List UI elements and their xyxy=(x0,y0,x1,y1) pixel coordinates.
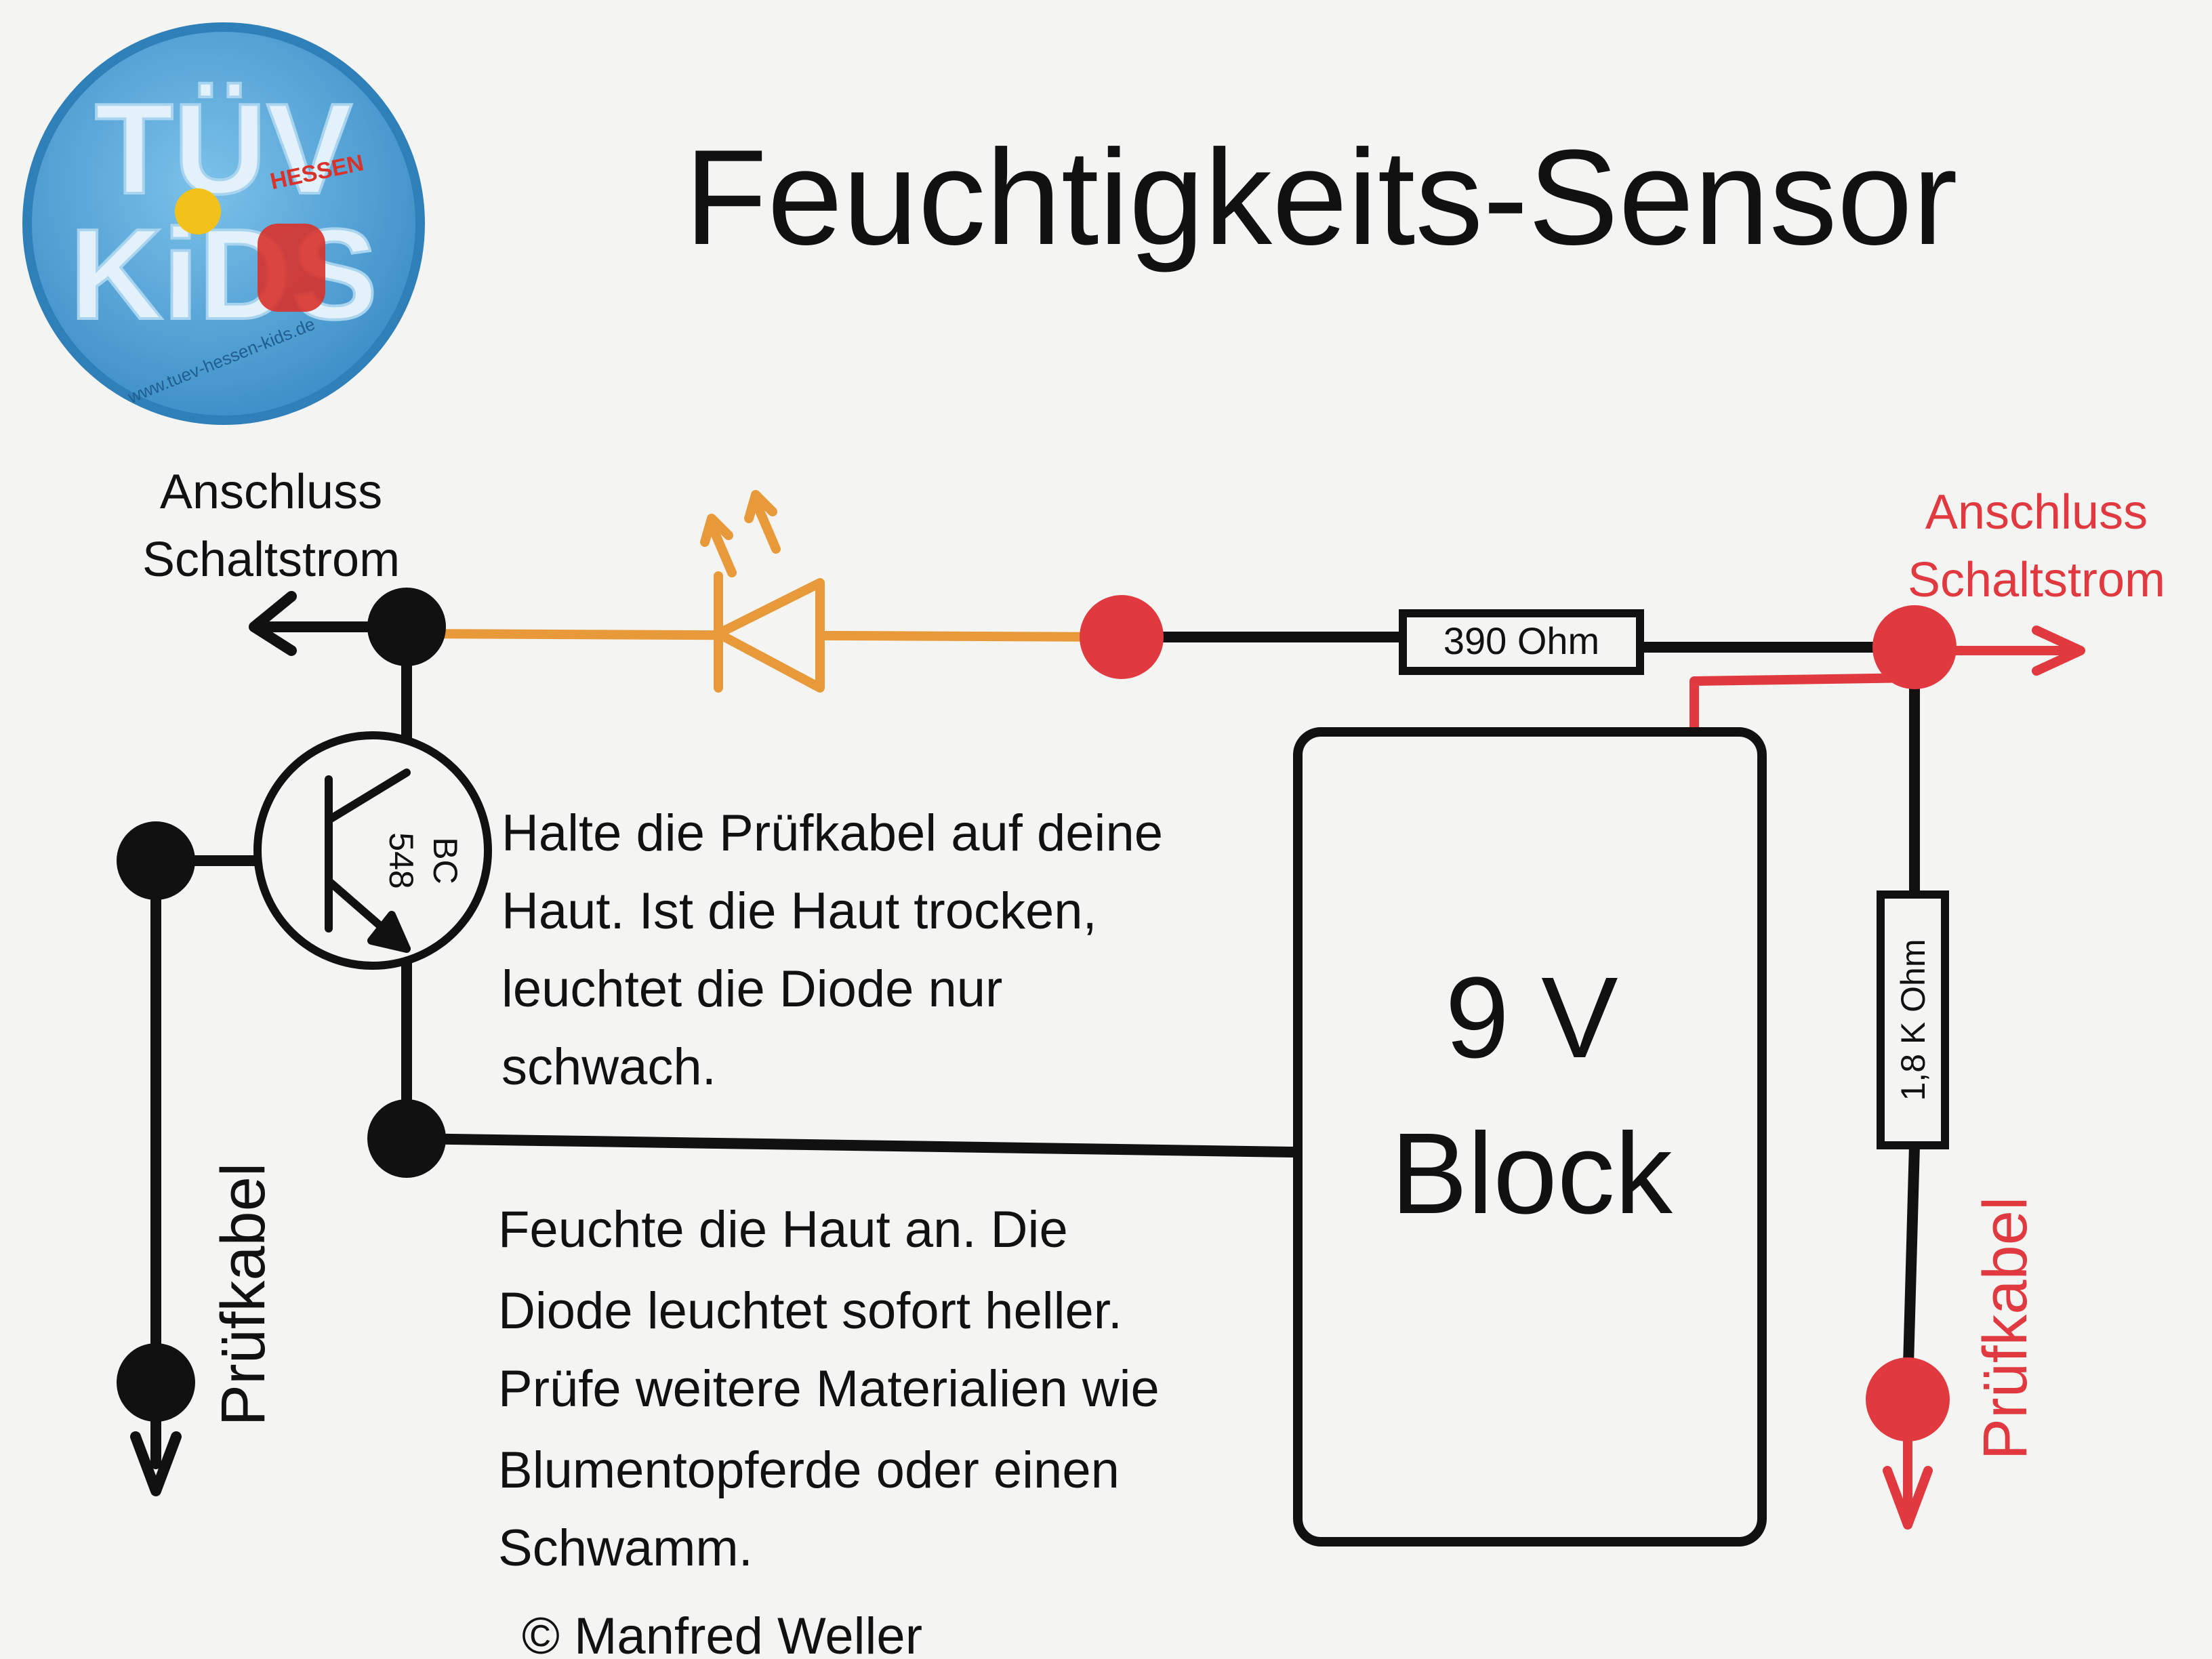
black-wires xyxy=(150,621,1920,1469)
left-connector-label-line1: Anschluss xyxy=(160,465,382,519)
instruction-2-line-2: Diode leuchtet sofort heller. xyxy=(498,1282,1122,1340)
node-base xyxy=(117,821,195,900)
resistor-1-8k-ohm: 1,8 K Ohm xyxy=(1877,890,1949,1149)
right-probe-label: Prüfkabel xyxy=(1971,1197,2040,1460)
resistor-right-label: 1,8 K Ohm xyxy=(1894,939,1932,1101)
node-emitter xyxy=(367,1099,446,1178)
logo-yellow-dot-icon xyxy=(175,188,221,234)
left-probe-label: Prüfkabel xyxy=(209,1163,278,1427)
instructions-block-2: Feuchte die Haut an. Die Diode leuchtet … xyxy=(498,1201,1160,1577)
circuit-nodes xyxy=(117,588,1957,1441)
instruction-1-line-4: schwach. xyxy=(501,1038,716,1096)
instructions-block-1: Halte die Prüfkabel auf deine Haut. Ist … xyxy=(501,804,1163,1096)
right-connector-label-line2: Schaltstrom xyxy=(1908,553,2165,607)
node-led-anode xyxy=(1080,595,1164,679)
wire-right-vertical-2 xyxy=(1902,1140,1920,1395)
instruction-2-line-4: Blumentopferde oder einen xyxy=(498,1441,1120,1499)
left-connector-label-line2: Schaltstrom xyxy=(142,533,400,587)
resistor-top-label: 390 Ohm xyxy=(1443,619,1599,662)
page-title: Feuchtigkeits-Sensor xyxy=(684,122,1958,273)
transistor-label-line2: 548 xyxy=(382,832,420,888)
tuev-kids-logo: TÜV KiDS HESSEN www.tuev-hessen-kids.de xyxy=(22,22,425,425)
logo-bottom-text: KiDS xyxy=(70,203,377,346)
right-connector-label-line1: Anschluss xyxy=(1925,485,2148,539)
node-right-probe xyxy=(1866,1357,1950,1441)
transistor-label-line1: BC xyxy=(426,837,464,884)
node-left-top xyxy=(367,588,446,666)
instruction-1-line-1: Halte die Prüfkabel auf deine xyxy=(501,804,1163,862)
instruction-2-line-1: Feuchte die Haut an. Die xyxy=(498,1201,1068,1258)
battery-label-line1: 9 V xyxy=(1445,954,1618,1082)
node-left-probe xyxy=(117,1343,195,1422)
battery-label-line2: Block xyxy=(1391,1109,1673,1238)
wire-bottom xyxy=(401,1133,1300,1158)
battery-9v-block: 9 V Block xyxy=(1293,727,1767,1547)
logo-circle xyxy=(22,22,425,425)
left-probe-arrow-icon xyxy=(130,1431,182,1496)
logo-red-accent xyxy=(258,224,325,312)
instruction-1-line-3: leuchtet die Diode nur xyxy=(501,960,1002,1018)
transistor-bc548 xyxy=(253,731,492,970)
logo-top-text: TÜV xyxy=(95,77,352,221)
led-diode-icon xyxy=(402,490,1126,693)
resistor-390-ohm: 390 Ohm xyxy=(1399,609,1644,675)
instruction-2-line-3: Prüfe weitere Materialien wie xyxy=(498,1360,1160,1418)
copyright: © Manfred Weller xyxy=(522,1607,922,1659)
instruction-1-line-2: Haut. Ist die Haut trocken, xyxy=(501,882,1097,940)
node-right-top xyxy=(1872,605,1957,689)
instruction-2-line-5: Schwamm. xyxy=(498,1519,753,1577)
